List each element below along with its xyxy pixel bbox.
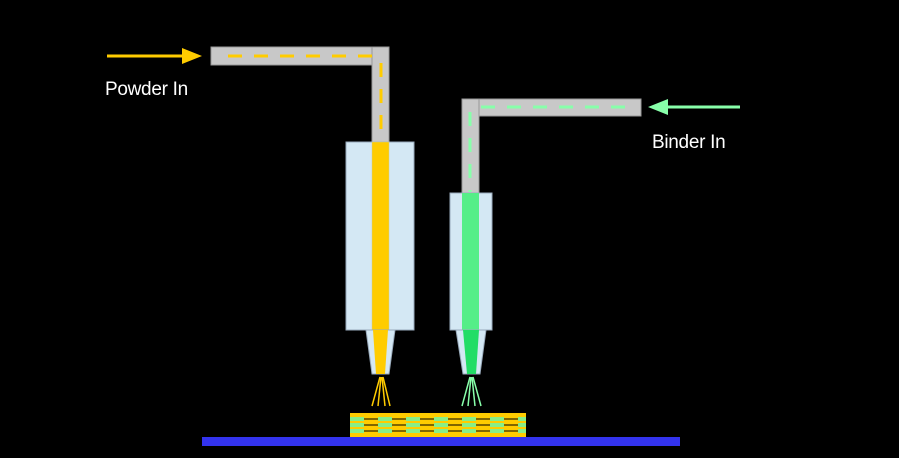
binder-feed-pipe <box>461 98 642 195</box>
powder-in-label: Powder In <box>105 79 188 100</box>
powder-feed-pipe <box>210 46 390 144</box>
binder-in-arrow <box>648 99 740 115</box>
build-platform <box>202 437 680 446</box>
powder-in-arrow <box>107 48 202 64</box>
powder-spray <box>371 376 391 407</box>
powder-nozzle <box>345 141 415 375</box>
binder-in-label: Binder In <box>652 132 726 153</box>
binder-nozzle <box>449 192 493 375</box>
printed-part-layers <box>350 413 526 437</box>
binder-spray <box>461 376 482 407</box>
